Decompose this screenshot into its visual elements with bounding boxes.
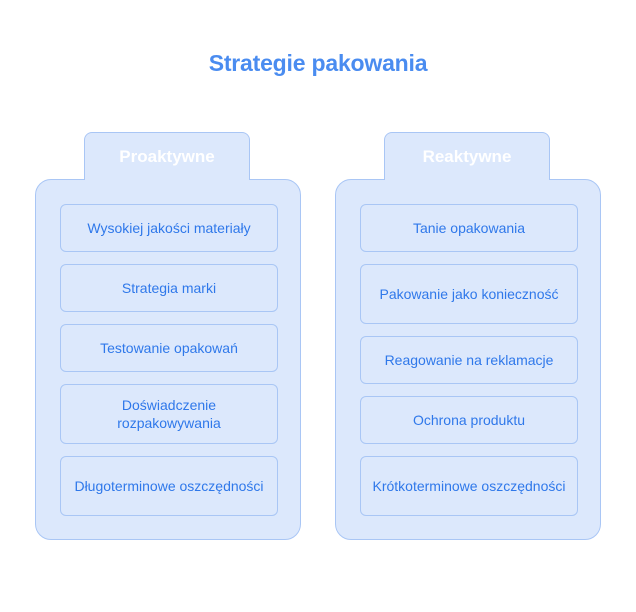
column-header-proactive: Proaktywne xyxy=(84,132,250,182)
diagram-title: Strategie pakowania xyxy=(208,50,428,76)
list-item: Pakowanie jako konieczność xyxy=(360,264,578,324)
column-panel-proactive: Wysokiej jakości materiały Strategia mar… xyxy=(35,179,301,540)
column-header-reactive: Reaktywne xyxy=(384,132,550,182)
list-item: Krótkoterminowe oszczędności xyxy=(360,456,578,516)
column-panel-reactive: Tanie opakowania Pakowanie jako konieczn… xyxy=(335,179,601,540)
list-item: Ochrona produktu xyxy=(360,396,578,444)
list-item: Strategia marki xyxy=(60,264,278,312)
list-item: Doświadczenie rozpakowywania xyxy=(60,384,278,444)
list-item: Tanie opakowania xyxy=(360,204,578,252)
list-item: Testowanie opakowań xyxy=(60,324,278,372)
list-item: Wysokiej jakości materiały xyxy=(60,204,278,252)
list-item: Reagowanie na reklamacje xyxy=(360,336,578,384)
list-item: Długoterminowe oszczędności xyxy=(60,456,278,516)
